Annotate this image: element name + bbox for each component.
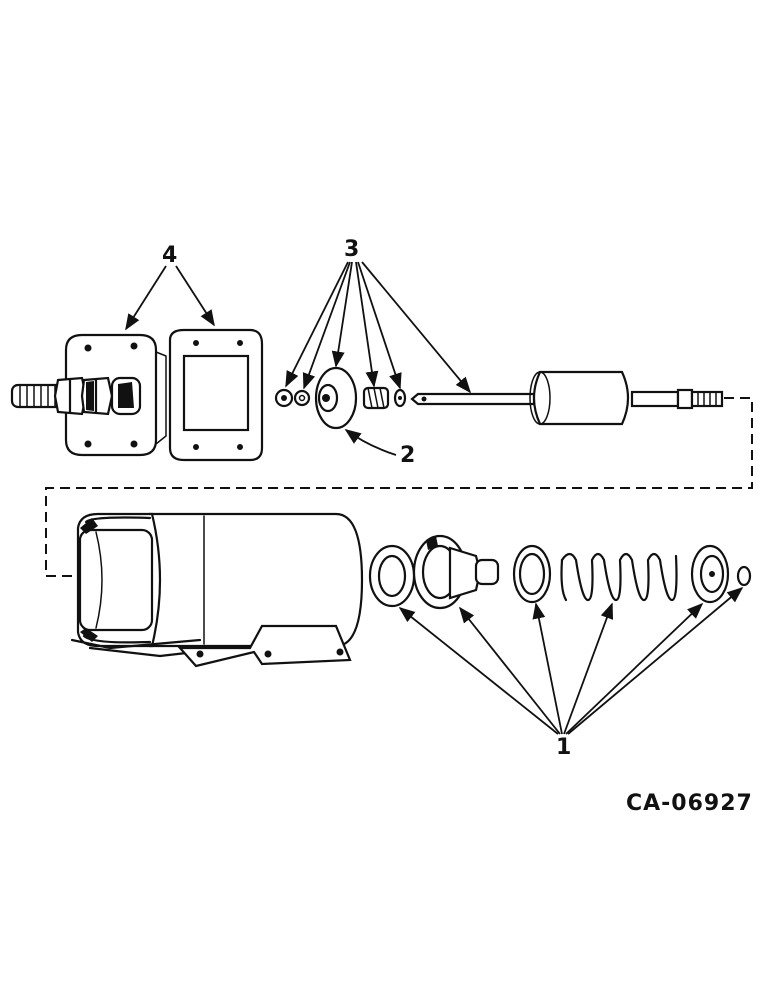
terminal-stud [10,376,142,416]
contact-hardware-group [274,366,407,430]
small-o-ring [736,565,752,587]
callout-2: 2 [400,443,415,468]
callout-3: 3 [344,237,359,262]
figure-code: CA-06927 [626,791,753,816]
callout-4: 4 [162,243,177,268]
solenoid-housing [70,512,364,668]
cover-gasket-part [168,328,264,462]
plunger-kit-parts [368,534,752,610]
plunger-shaft-part [410,370,724,426]
retaining-ring [512,544,552,604]
rubber-boot [412,534,500,610]
small-spring [362,386,390,410]
contact-disk-part [314,366,358,430]
assembly-line [45,397,753,577]
callout-1: 1 [556,735,571,760]
flat-washer [368,544,416,608]
return-spring [560,552,678,602]
spring-cup [690,544,730,604]
terminal-cover-part [10,333,167,457]
